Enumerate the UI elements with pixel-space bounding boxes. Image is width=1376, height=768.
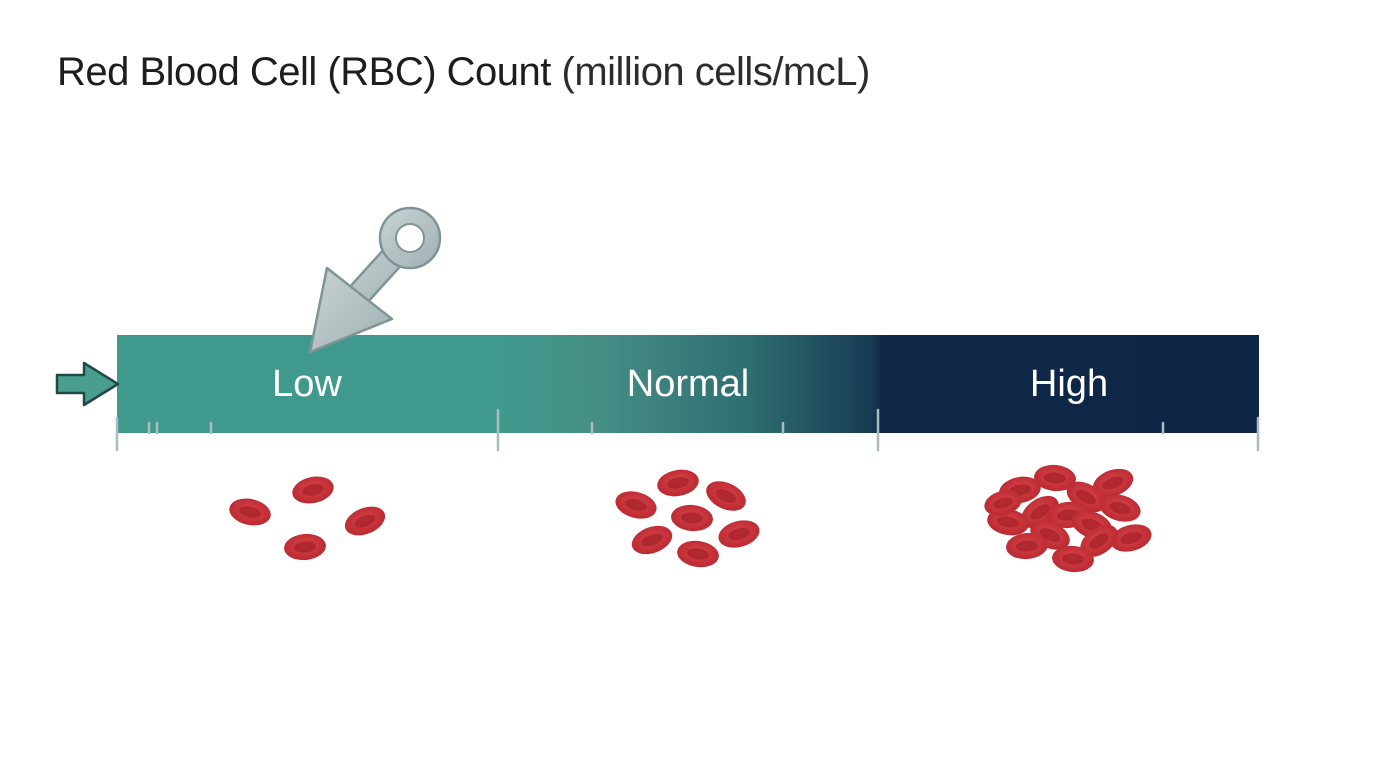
red-blood-cell-icon	[229, 498, 271, 526]
red-blood-cell-icon	[1034, 464, 1076, 492]
red-blood-cell-icon	[344, 506, 386, 536]
red-blood-cell-icon	[1052, 545, 1094, 573]
red-blood-cell-icon	[984, 490, 1022, 516]
title-unit: (million cells/mcL)	[561, 50, 871, 94]
cell-group-high	[984, 464, 1152, 573]
red-blood-cell-icon	[615, 491, 657, 519]
red-blood-cell-icon	[657, 469, 699, 497]
red-blood-cell-icon	[292, 476, 334, 504]
pin-arrow-icon	[308, 206, 442, 354]
diagram-title: Red Blood Cell (RBC) Count (million cell…	[57, 48, 870, 96]
rbc-range-scale-bar	[117, 335, 1259, 433]
cell-group-normal	[615, 469, 760, 568]
cell-group-low	[229, 476, 386, 561]
red-blood-cell-icon	[284, 533, 326, 561]
red-blood-cell-icon	[1006, 532, 1048, 560]
scale-ticks	[115, 408, 1260, 452]
red-blood-cell-icon	[706, 481, 746, 511]
red-blood-cell-icon	[631, 525, 673, 555]
red-blood-cell-icon	[1099, 494, 1141, 522]
red-blood-cell-icon	[1092, 468, 1134, 498]
band-label-high: High	[1029, 363, 1109, 405]
band-label-normal: Normal	[626, 363, 750, 405]
red-blood-cell-icon	[671, 504, 713, 532]
arrow-right-icon	[55, 361, 120, 407]
title-text: Red Blood Cell (RBC) Count	[57, 50, 551, 94]
red-blood-cell-icon	[718, 520, 760, 548]
red-blood-cell-icon	[1080, 524, 1118, 558]
red-blood-cell-icon	[677, 540, 719, 568]
band-label-low: Low	[272, 363, 342, 405]
red-blood-cell-icon	[1110, 524, 1152, 552]
